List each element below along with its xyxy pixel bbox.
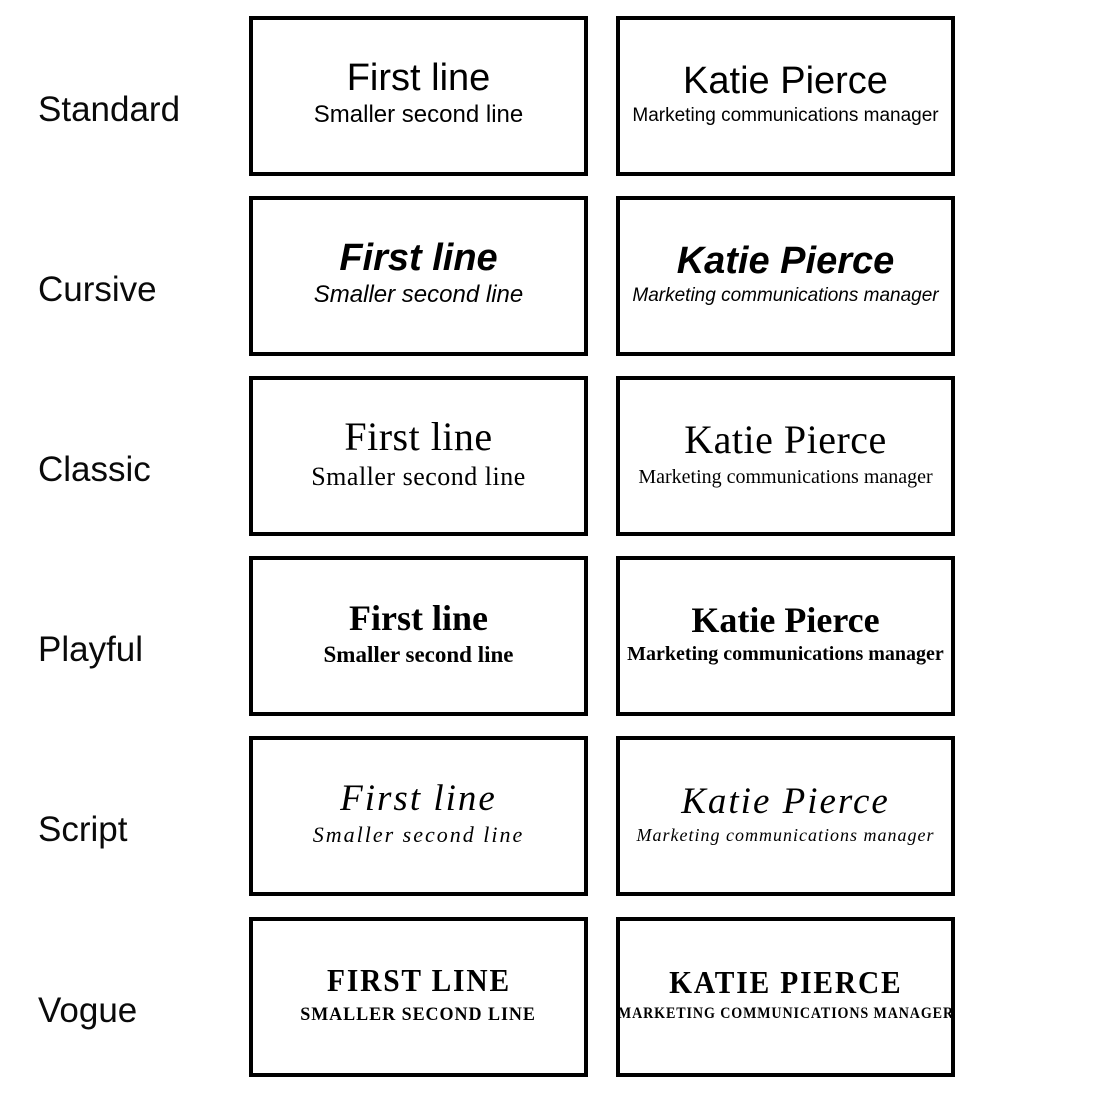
sample-first-line: First line — [349, 598, 488, 639]
sample-first-line: First line — [344, 413, 493, 459]
name-first-line: KATIE PIERCE — [668, 963, 903, 1000]
sample-first-line: First line — [346, 56, 491, 99]
style-row-playful: Playful First line Smaller second line K… — [0, 556, 1100, 716]
name-first-line: Katie Pierce — [684, 416, 887, 462]
sample-card-vogue[interactable]: FIRST LINE SMALLER SECOND LINE — [249, 917, 588, 1077]
sample-first-line: First line — [339, 236, 498, 279]
name-second-line: MARKETING COMMUNICATIONS MANAGER — [617, 1005, 954, 1023]
sample-second-line: SMALLER SECOND LINE — [300, 1003, 537, 1025]
name-second-line: Marketing communications manager — [636, 825, 935, 846]
sample-second-line: Smaller second line — [323, 641, 514, 667]
style-label-cursive: Cursive — [38, 270, 157, 309]
style-label-script: Script — [38, 810, 128, 849]
style-row-cursive: Cursive First line Smaller second line K… — [0, 196, 1100, 356]
name-card-vogue[interactable]: KATIE PIERCE MARKETING COMMUNICATIONS MA… — [616, 917, 955, 1077]
sample-card-classic[interactable]: First line Smaller second line — [249, 376, 588, 536]
sample-card-cursive[interactable]: First line Smaller second line — [249, 196, 588, 356]
style-row-standard: Standard First line Smaller second line … — [0, 16, 1100, 176]
sample-second-line: Smaller second line — [311, 462, 526, 492]
style-label-vogue: Vogue — [38, 991, 138, 1030]
name-card-cursive[interactable]: Katie Pierce Marketing communications ma… — [616, 196, 955, 356]
sample-card-standard[interactable]: First line Smaller second line — [249, 16, 588, 176]
style-label-standard: Standard — [38, 90, 181, 129]
name-second-line: Marketing communications manager — [632, 285, 939, 307]
sample-card-script[interactable]: First line Smaller second line — [249, 736, 588, 896]
name-first-line: Katie Pierce — [681, 780, 890, 822]
style-label-classic: Classic — [38, 450, 151, 489]
name-first-line: Katie Pierce — [683, 59, 888, 102]
sample-first-line: FIRST LINE — [326, 961, 511, 998]
sample-second-line: Smaller second line — [313, 101, 524, 129]
name-second-line: Marketing communications manager — [638, 465, 933, 488]
style-row-script: Script First line Smaller second line Ka… — [0, 736, 1100, 896]
name-card-classic[interactable]: Katie Pierce Marketing communications ma… — [616, 376, 955, 536]
sample-first-line: First line — [340, 778, 497, 820]
name-card-playful[interactable]: Katie Pierce Marketing communications ma… — [616, 556, 955, 716]
style-row-classic: Classic First line Smaller second line K… — [0, 376, 1100, 536]
name-second-line: Marketing communications manager — [627, 643, 944, 666]
name-card-script[interactable]: Katie Pierce Marketing communications ma… — [616, 736, 955, 896]
sample-second-line: Smaller second line — [313, 281, 524, 309]
name-first-line: Katie Pierce — [691, 600, 880, 641]
name-second-line: Marketing communications manager — [632, 105, 939, 127]
name-card-standard[interactable]: Katie Pierce Marketing communications ma… — [616, 16, 955, 176]
name-first-line: Katie Pierce — [676, 239, 895, 282]
style-label-playful: Playful — [38, 630, 144, 669]
sample-second-line: Smaller second line — [312, 821, 525, 847]
style-row-vogue: Vogue FIRST LINE SMALLER SECOND LINE KAT… — [0, 917, 1100, 1077]
sample-card-playful[interactable]: First line Smaller second line — [249, 556, 588, 716]
